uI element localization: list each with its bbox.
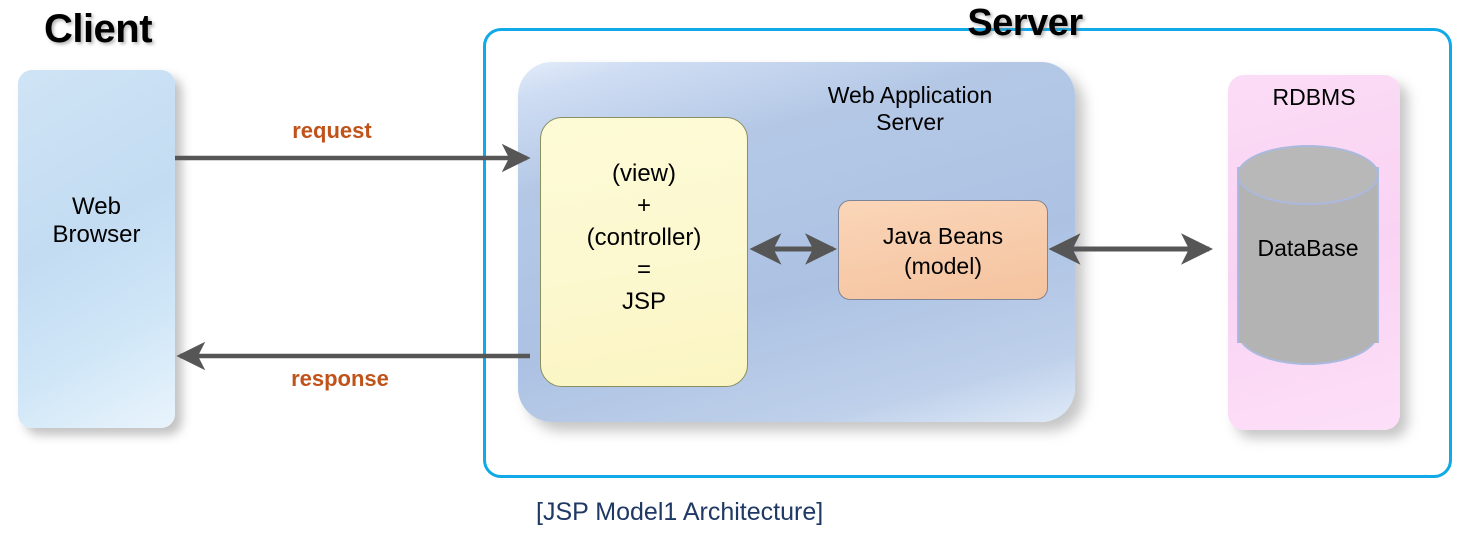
database-cylinder-icon: [1237, 145, 1379, 365]
java-beans-box: [838, 200, 1048, 300]
jsp-label: (view) + (controller) = JSP: [586, 160, 702, 315]
rdbms-label: RDBMS: [1272, 84, 1356, 110]
jsp-box: [540, 117, 748, 387]
java-beans-label: Java Beans (model): [882, 223, 1004, 279]
response-arrow-label: response: [291, 366, 389, 391]
database-cylinder-top: [1237, 145, 1379, 205]
diagram-caption: [JSP Model1 Architecture]: [536, 498, 824, 526]
request-arrow-label: request: [292, 118, 372, 143]
database-label: DataBase: [1257, 235, 1359, 261]
web-browser-box: [18, 70, 175, 428]
client-title: Client: [43, 7, 153, 51]
web-application-server-label: Web Application Server: [827, 82, 993, 136]
server-title: Server: [967, 2, 1083, 44]
web-browser-label: Web Browser: [52, 193, 141, 249]
server-container: [483, 28, 1452, 478]
